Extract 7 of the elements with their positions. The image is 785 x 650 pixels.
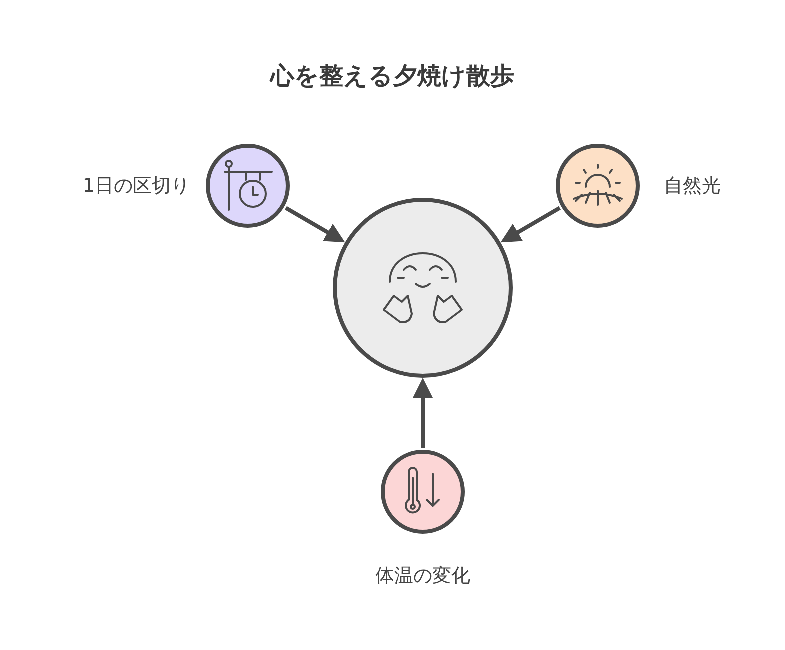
arrow (413, 378, 433, 448)
node-caption: 1日の区切り (82, 174, 190, 199)
arrow (500, 206, 561, 243)
node-caption: 自然光 (664, 174, 722, 199)
arrow (285, 206, 346, 243)
title: 心を整える夕焼け散歩 (270, 61, 514, 92)
node-caption: 体温の変化 (374, 564, 472, 589)
